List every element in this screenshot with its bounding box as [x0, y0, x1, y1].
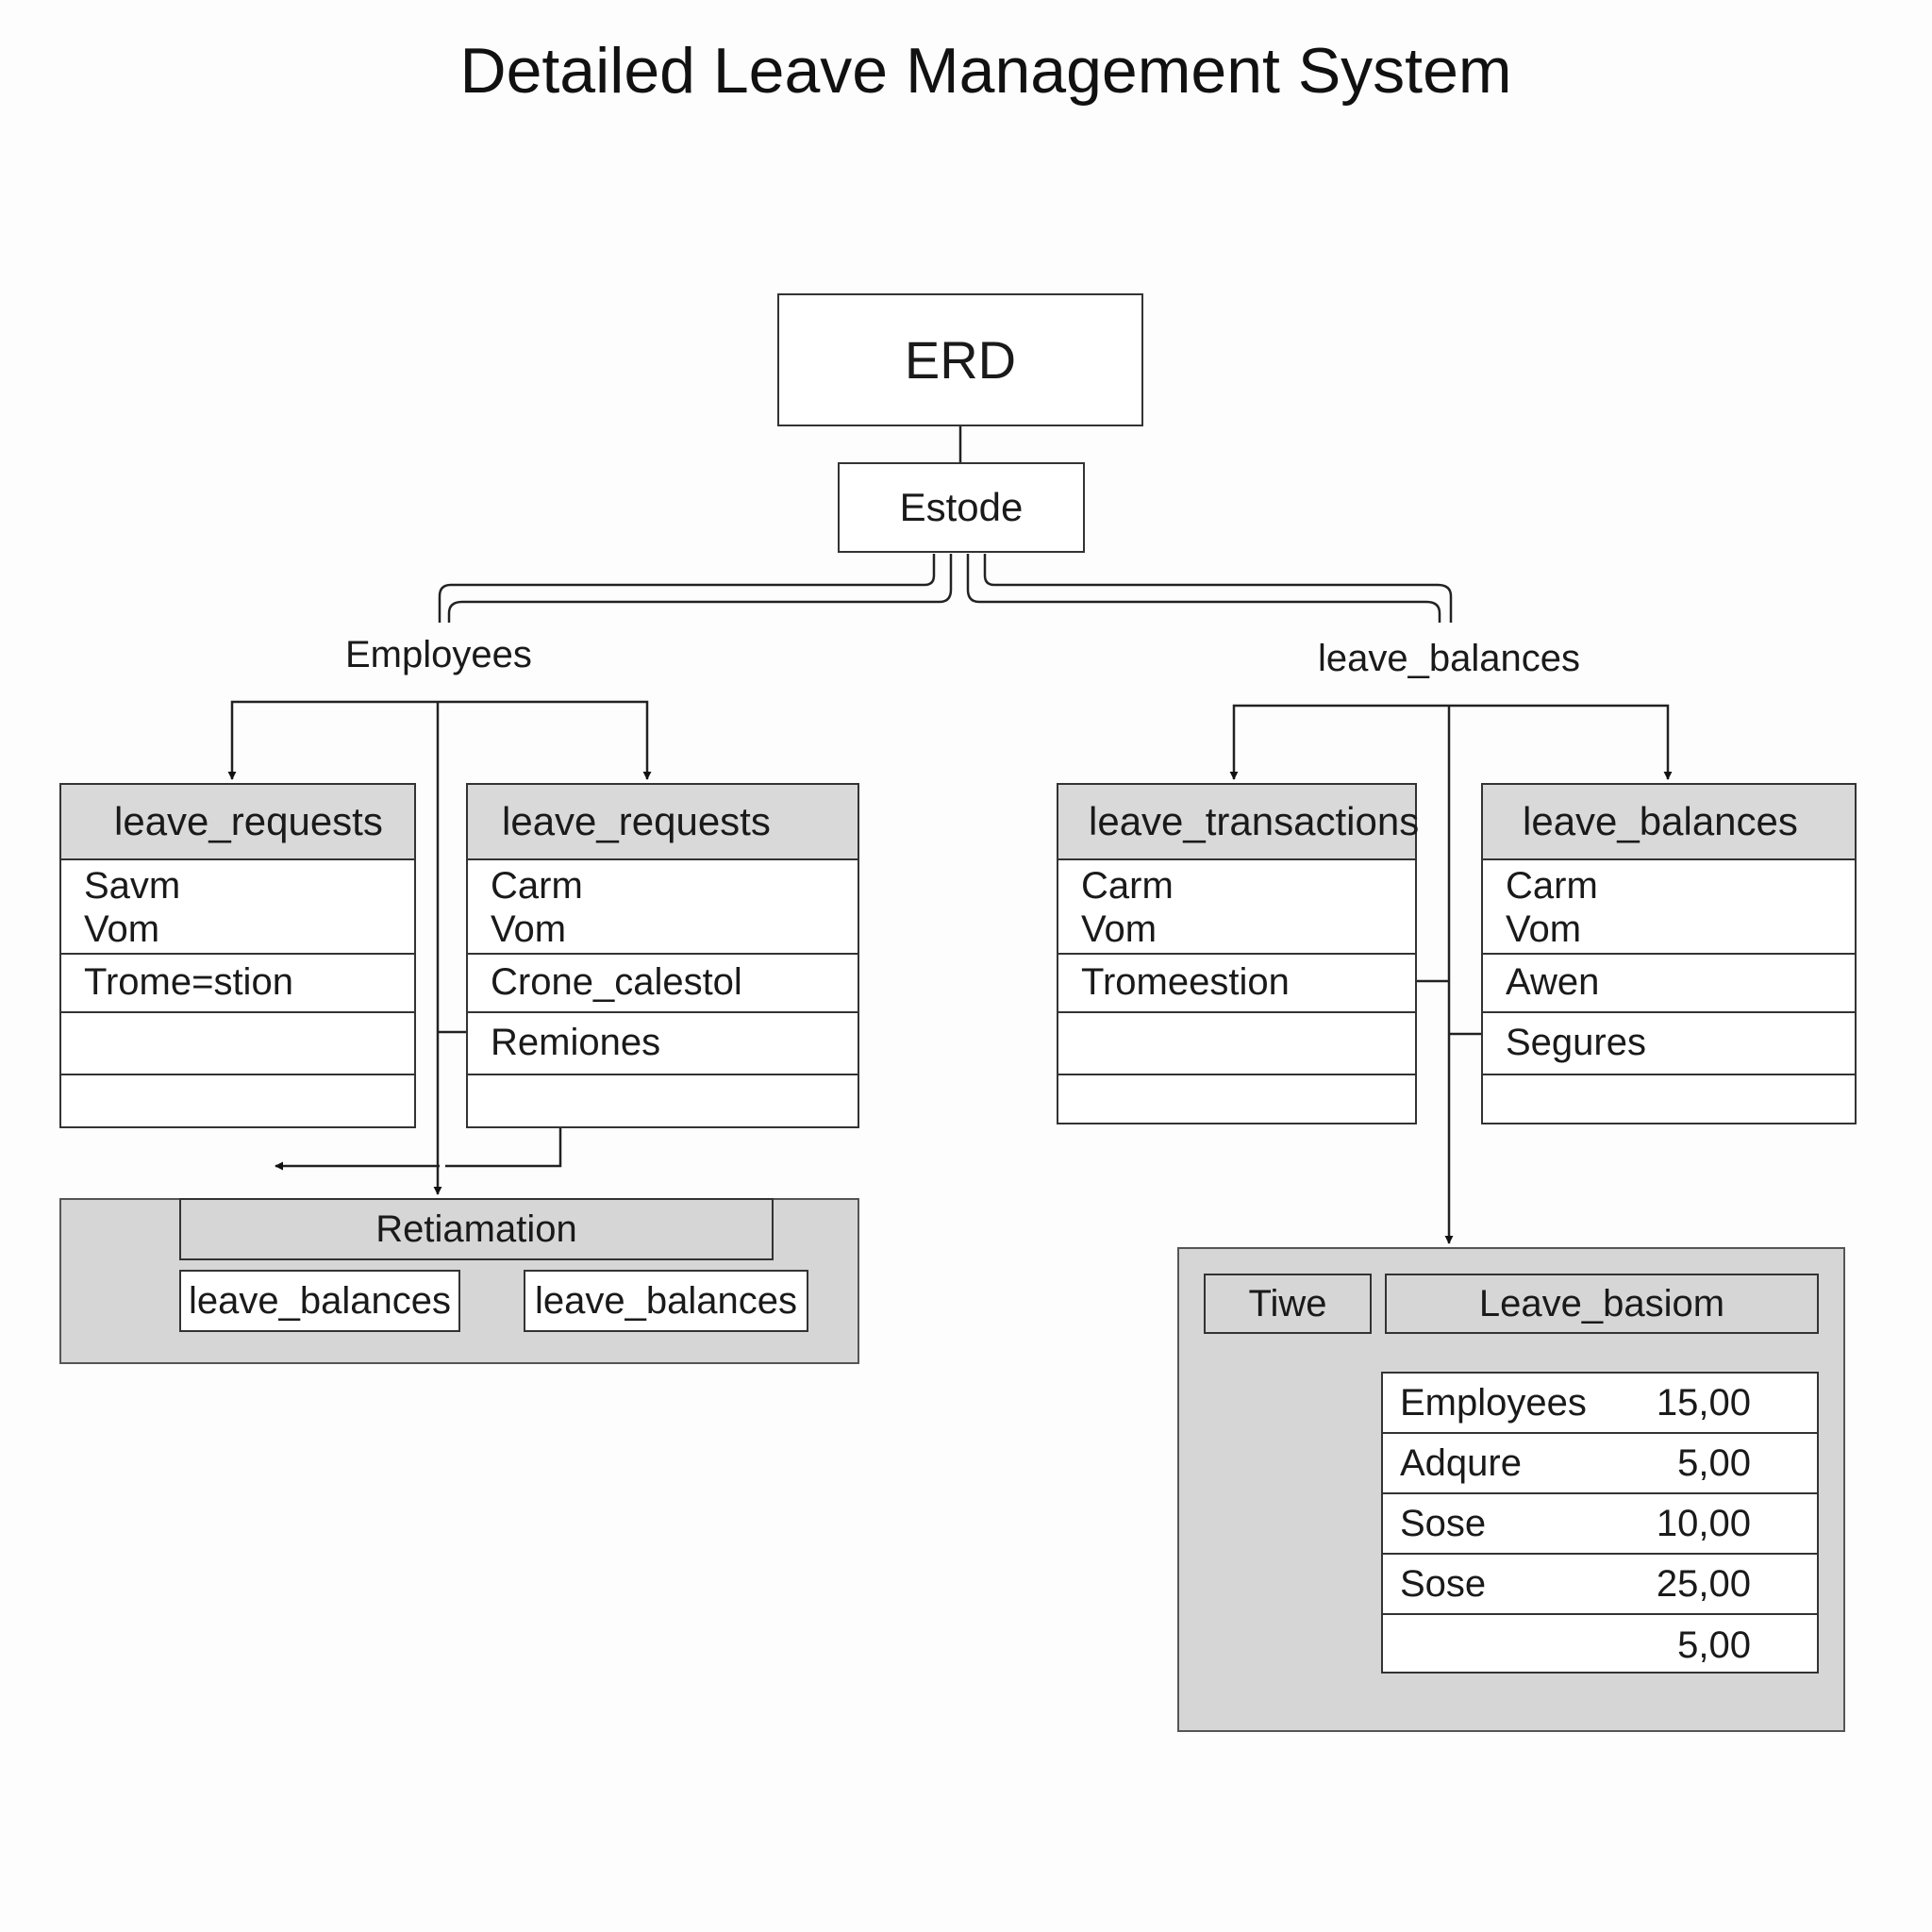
erd-box: ERD	[777, 293, 1143, 426]
connector-balances-right	[1449, 704, 1673, 780]
entity-row: Segures	[1483, 1013, 1855, 1075]
table-row: Sose 10,00	[1383, 1494, 1817, 1555]
row-value: 5,00	[1677, 1441, 1751, 1484]
summary-col1: Tiwe	[1204, 1274, 1372, 1334]
employees-label: Employees	[345, 634, 532, 675]
entity-row	[468, 1075, 858, 1128]
entity-row: Tromeestion	[1058, 955, 1415, 1013]
entity-row: Carm Vom	[1483, 860, 1855, 955]
entity-row: Awen	[1483, 955, 1855, 1013]
row-text: Carm	[1081, 865, 1174, 907]
connector-employees-right	[438, 700, 652, 780]
entity-row: Carm Vom	[1058, 860, 1415, 955]
estode-label: Estode	[899, 485, 1024, 529]
entity-row	[61, 1075, 414, 1128]
row-label: Sose	[1400, 1562, 1487, 1605]
row-text: Vom	[1506, 908, 1582, 950]
table-row: Sose 25,00	[1383, 1555, 1817, 1615]
entity-leave-transactions: leave_transactions Carm Vom Tromeestion	[1057, 783, 1419, 1124]
entity-leave-balances: leave_balances Carm Vom Awen Segures	[1481, 783, 1857, 1124]
leave-balances-branch-label: leave_balances	[1318, 638, 1580, 679]
row-value: 25,00	[1656, 1562, 1751, 1605]
summary-table: Employees 15,00 Adqure 5,00 Sose 10,00 S…	[1381, 1372, 1819, 1674]
entity-header: leave_requests	[61, 785, 414, 860]
row-label: Employees	[1400, 1381, 1587, 1424]
table-row: Employees 15,00	[1383, 1374, 1817, 1434]
entity-row: Carm Vom	[468, 860, 858, 955]
row-text: Carm	[491, 865, 583, 907]
table-row: Adqure 5,00	[1383, 1434, 1817, 1494]
table-row: 5,00	[1383, 1615, 1817, 1675]
row-label: Sose	[1400, 1502, 1487, 1544]
entity-leave-requests-2: leave_requests Carm Vom Crone_calestol R…	[466, 783, 859, 1128]
page-title: Detailed Leave Management System	[459, 35, 1512, 107]
connector-brace-left-inner	[447, 554, 953, 623]
entity-row	[1058, 1075, 1415, 1128]
erd-label: ERD	[904, 330, 1017, 390]
retiamation-title: Retiamation	[179, 1198, 774, 1260]
entity-header: leave_balances	[1483, 785, 1855, 860]
entity-header: leave_requests	[468, 785, 858, 860]
row-value: 10,00	[1656, 1502, 1751, 1544]
entity-row: Savm Vom	[61, 860, 414, 955]
entity-row	[61, 1013, 414, 1075]
entity-leave-requests-1: leave_requests Savm Vom Trome=stion	[59, 783, 416, 1128]
row-text: Savm	[84, 865, 181, 907]
retiamation-item: leave_balances	[179, 1270, 460, 1332]
connector-brace-right-inner	[966, 554, 1441, 623]
connector-brace-left	[438, 554, 936, 623]
row-label: Adqure	[1400, 1441, 1522, 1484]
row-text: Carm	[1506, 865, 1598, 907]
row-text: Vom	[491, 908, 567, 950]
entity-row	[1483, 1075, 1855, 1128]
row-value: 15,00	[1656, 1381, 1751, 1424]
entity-row: Remiones	[468, 1013, 858, 1075]
entity-row	[1058, 1013, 1415, 1075]
estode-box: Estode	[838, 462, 1085, 553]
summary-col2: Leave_basiom	[1385, 1274, 1819, 1334]
connector-balances-left	[1229, 704, 1449, 780]
retiamation-item: leave_balances	[524, 1270, 808, 1332]
row-text: Vom	[84, 908, 160, 950]
row-value: 5,00	[1677, 1624, 1751, 1666]
connector-employees-left	[227, 700, 438, 780]
connector-brace-right	[983, 554, 1453, 623]
entity-header: leave_transactions	[1058, 785, 1419, 860]
row-text: Vom	[1081, 908, 1158, 950]
entity-row: Crone_calestol	[468, 955, 858, 1013]
entity-row: Trome=stion	[61, 955, 414, 1013]
